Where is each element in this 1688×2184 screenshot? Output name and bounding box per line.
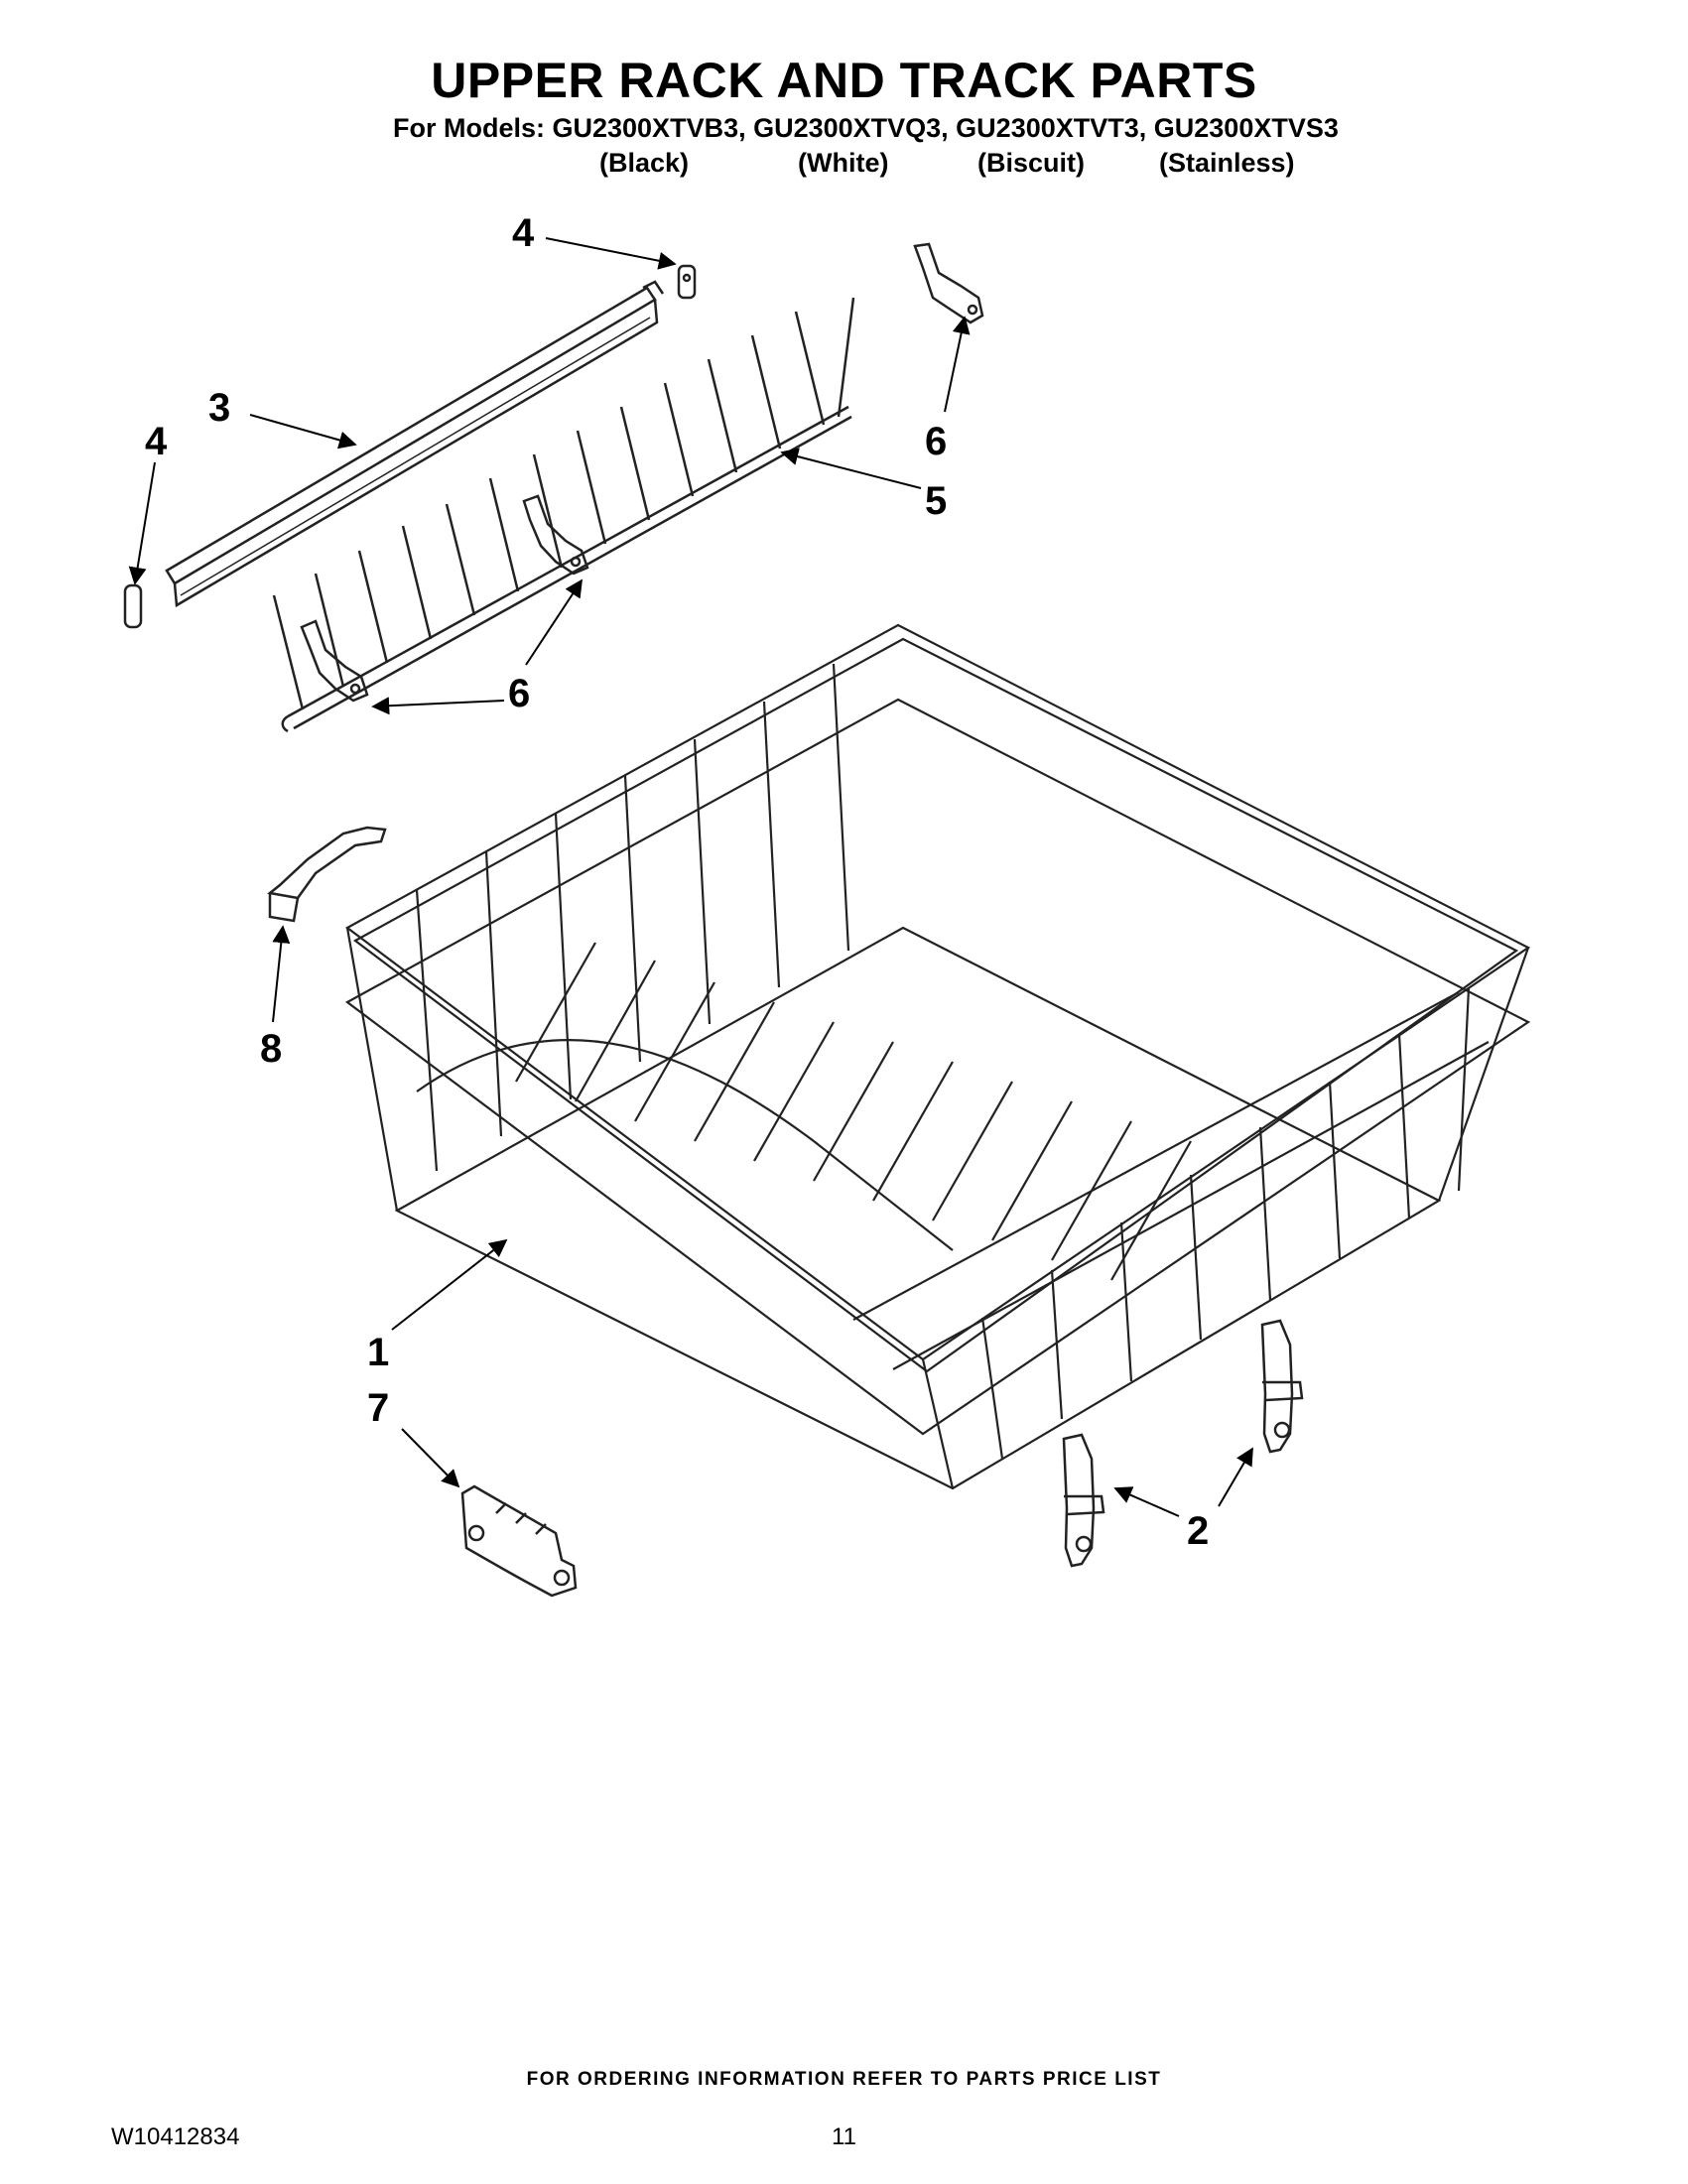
callout-4-left: 4	[145, 420, 168, 463]
callout-2: 2	[1187, 1509, 1209, 1553]
color-white: (White)	[798, 148, 889, 178]
roller-assembly-left	[1062, 1433, 1105, 1568]
roller-assembly-right	[1260, 1319, 1304, 1454]
tine-rack	[272, 297, 855, 733]
callout-1: 1	[367, 1331, 389, 1374]
footer-note: FOR ORDERING INFORMATION REFER TO PARTS …	[526, 2069, 1162, 2090]
rack-clip	[267, 826, 387, 923]
callout-6-top: 6	[925, 420, 947, 463]
track-stop	[460, 1484, 578, 1598]
page-title: UPPER RACK AND TRACK PARTS	[431, 53, 1257, 108]
page-number: 11	[832, 2123, 856, 2150]
end-cap-left	[123, 583, 143, 629]
color-stainless: (Stainless)	[1159, 148, 1295, 178]
callout-4-top: 4	[512, 211, 535, 255]
callout-8: 8	[260, 1027, 282, 1071]
tine-clip-top	[913, 242, 984, 324]
callout-3: 3	[208, 386, 230, 430]
callout-5: 5	[925, 479, 947, 523]
models-line: For Models: GU2300XTVB3, GU2300XTVQ3, GU…	[393, 113, 1339, 143]
callout-7: 7	[367, 1386, 389, 1430]
color-black: (Black)	[599, 148, 690, 178]
tine-clip-mid	[522, 494, 589, 576]
color-biscuit: (Biscuit)	[977, 148, 1085, 178]
tine-clip-low	[300, 619, 369, 703]
document-number: W10412834	[111, 2123, 240, 2150]
leader-lines	[128, 237, 1253, 1517]
end-cap-top	[677, 264, 697, 300]
upper-rack	[344, 623, 1531, 1490]
callout-6-bottom: 6	[508, 672, 530, 715]
track-rail	[165, 280, 665, 608]
